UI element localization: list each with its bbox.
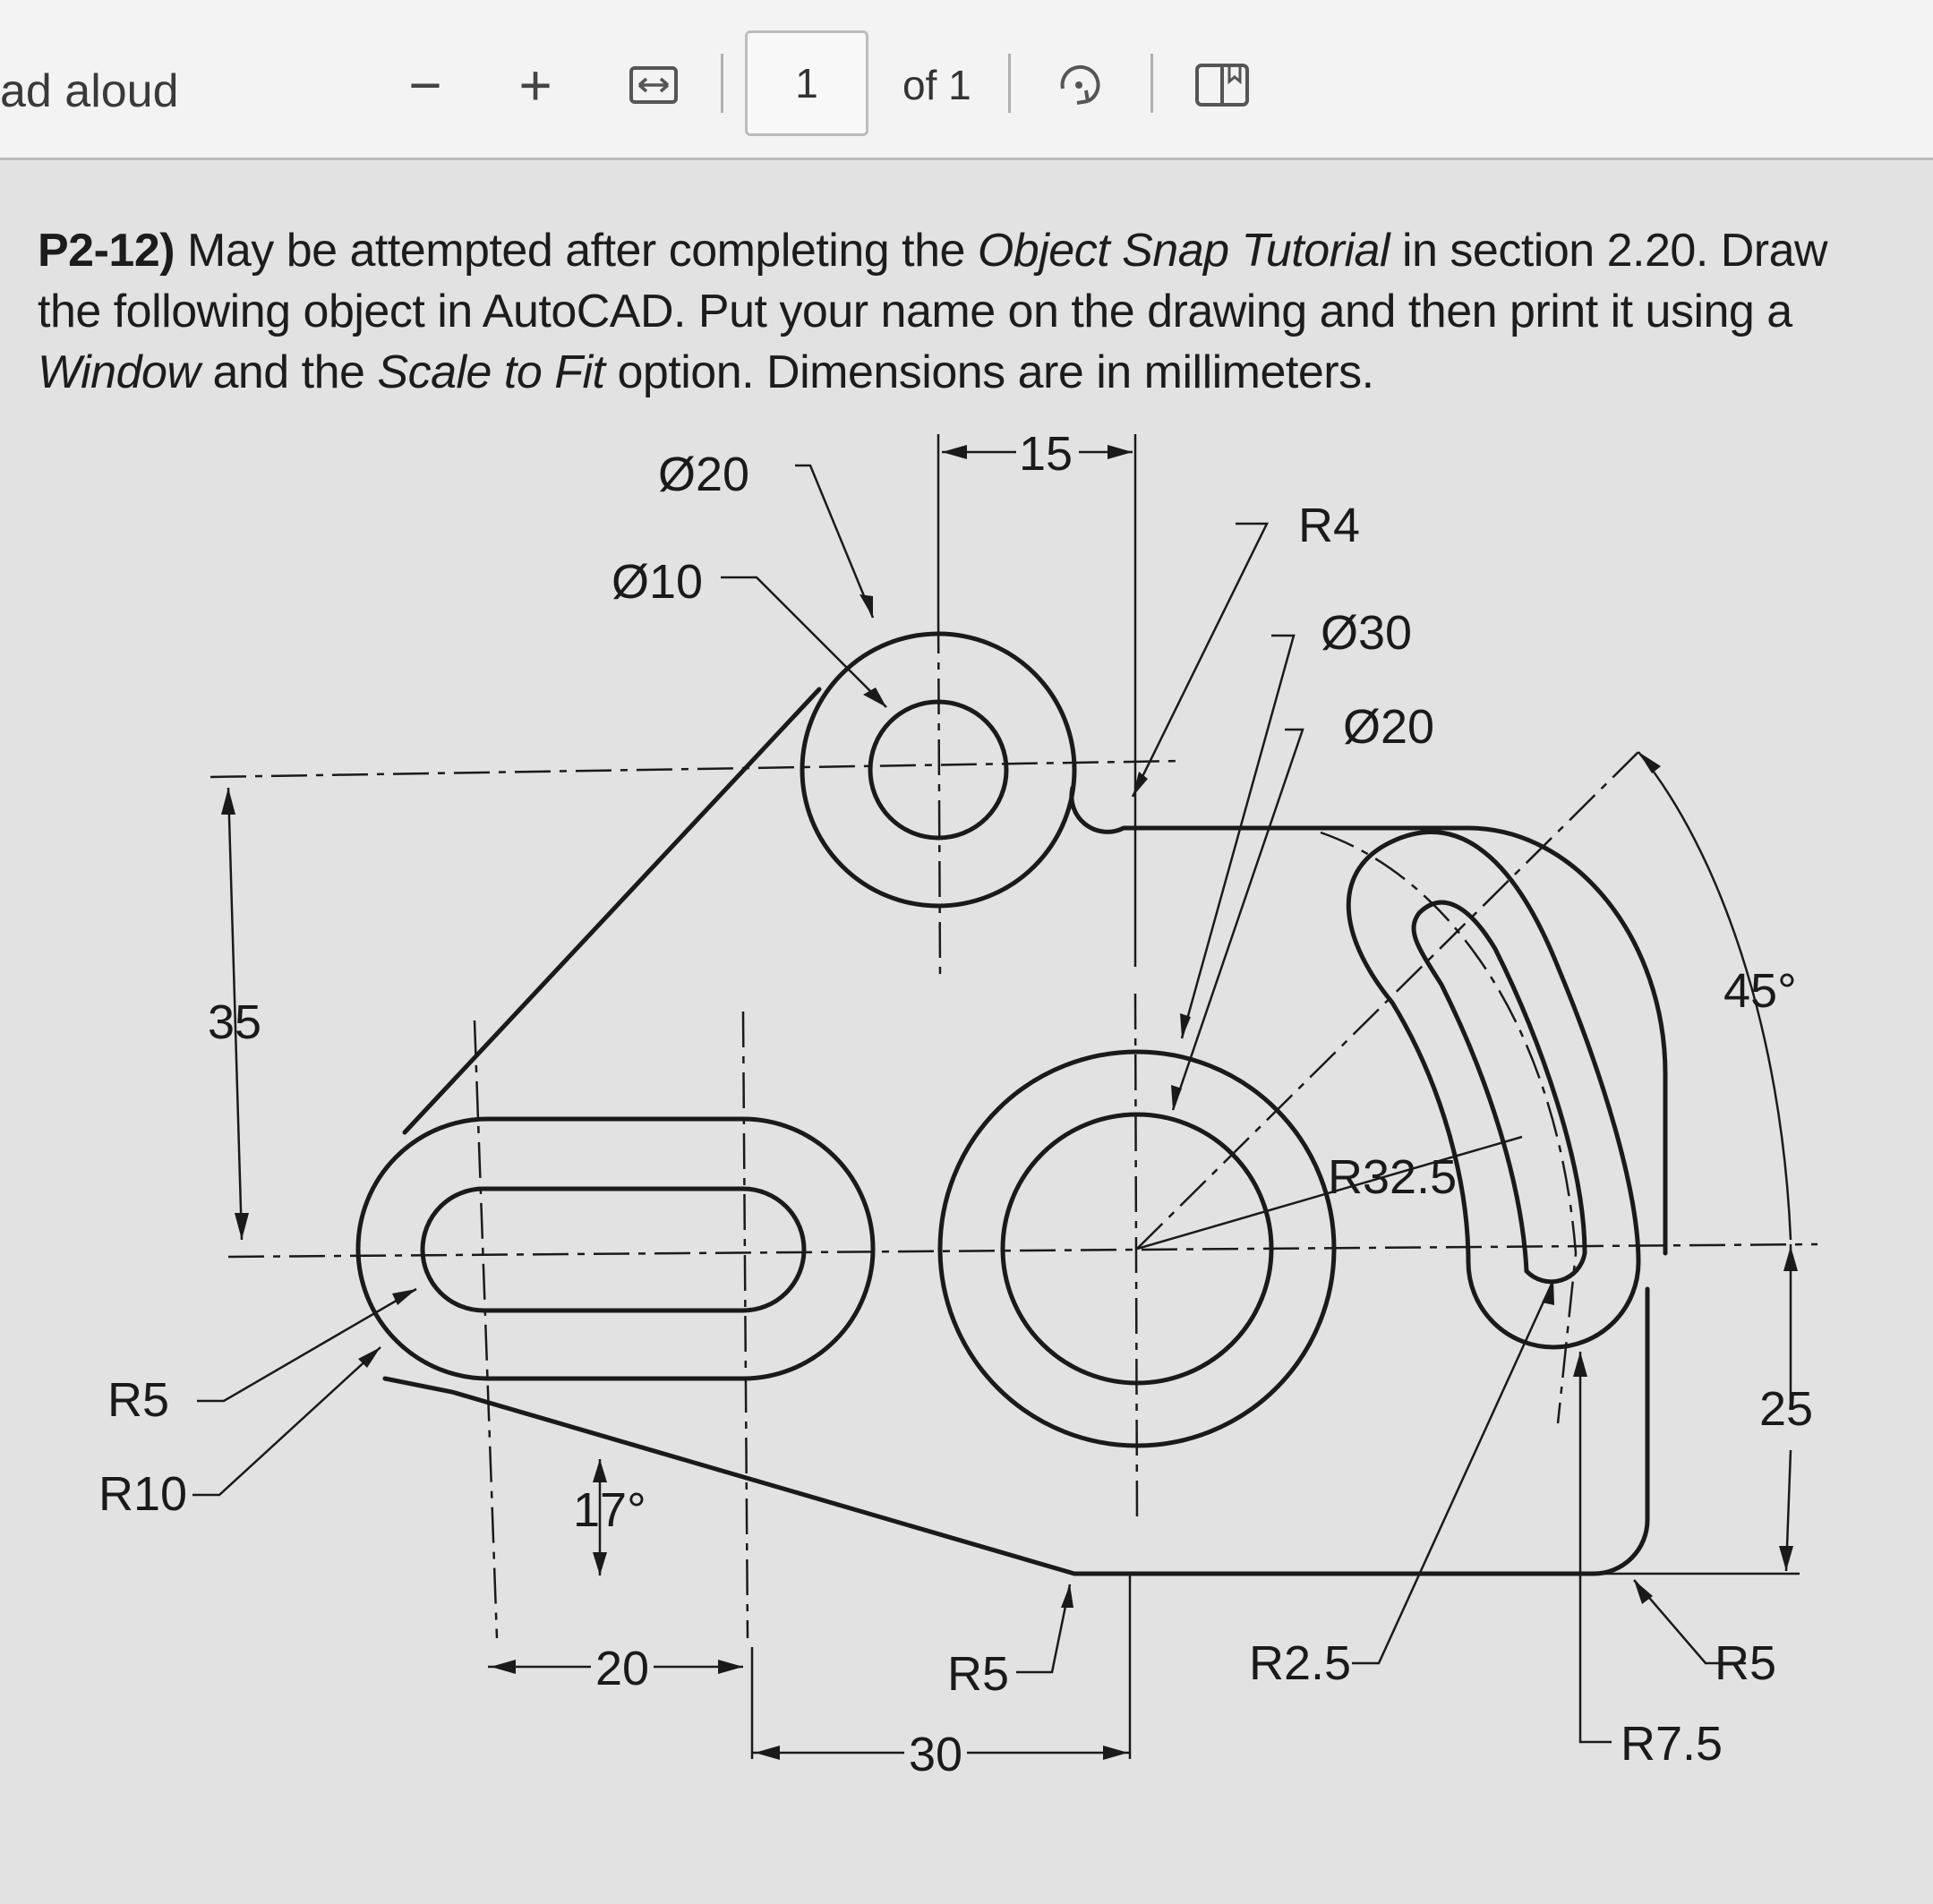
object-outline xyxy=(355,631,1668,1576)
problem-text: option. Dimensions are in millimeters. xyxy=(604,346,1374,398)
arrowheads xyxy=(221,445,1798,1760)
fit-width-icon[interactable] xyxy=(627,54,680,116)
problem-italic: Object Snap Tutorial xyxy=(977,225,1390,277)
arc-slot-outer xyxy=(1346,830,1641,1350)
toolbar-divider xyxy=(721,54,723,113)
dimension-lines xyxy=(192,434,1800,1759)
dim-30: 30 xyxy=(909,1728,962,1781)
dim-r10: R10 xyxy=(98,1467,187,1521)
problem-text: May be attempted after completing the xyxy=(175,225,978,277)
center-lines xyxy=(210,617,1818,1639)
dim-17-degrees: 17° xyxy=(573,1483,646,1537)
toolbar-divider xyxy=(1150,54,1153,113)
arc-slot-inner xyxy=(1411,900,1587,1285)
dim-20: 20 xyxy=(595,1642,649,1695)
problem-text: in section 2.20. Draw the following obje… xyxy=(38,225,1828,337)
dim-r5-bottom: R5 xyxy=(947,1647,1009,1701)
problem-italic: Window xyxy=(38,346,201,398)
left-slot-outer xyxy=(355,1116,876,1381)
dim-45: 45° xyxy=(1723,964,1797,1018)
page-number-input[interactable]: 1 xyxy=(745,30,868,136)
outline-left-top xyxy=(402,687,822,1135)
pdf-toolbar: ad aloud − + 1 of 1 xyxy=(0,0,1933,160)
outline-top-right xyxy=(1069,785,1668,1256)
dim-dia10-top: Ø10 xyxy=(612,555,703,609)
outline-bottom xyxy=(1072,1286,1650,1576)
dim-15: 15 xyxy=(1019,427,1073,481)
problem-italic: Scale to Fit xyxy=(377,346,605,398)
dimension-labels: Ø20 Ø10 15 R4 Ø30 Ø20 35 45° R32.5 R5 R1… xyxy=(98,427,1813,1781)
dim-r2-5: R2.5 xyxy=(1249,1636,1351,1690)
dim-r4: R4 xyxy=(1298,499,1360,552)
zoom-in-button[interactable]: + xyxy=(518,53,552,117)
read-aloud-button[interactable]: ad aloud xyxy=(0,65,179,117)
left-slot-inner xyxy=(420,1186,807,1313)
outline-left-bottom xyxy=(382,1376,1077,1576)
problem-statement: P2-12) May be attempted after completing… xyxy=(38,220,1882,403)
dim-r5-left: R5 xyxy=(107,1373,169,1427)
page-count: of 1 xyxy=(902,62,971,108)
zoom-out-button[interactable]: − xyxy=(408,53,442,117)
dim-25: 25 xyxy=(1759,1382,1813,1436)
dim-35: 35 xyxy=(208,995,261,1049)
dim-dia30: Ø30 xyxy=(1321,606,1412,660)
problem-number: P2-12) xyxy=(38,225,175,277)
toolbar-divider xyxy=(1008,54,1011,113)
dim-dia20-top: Ø20 xyxy=(658,448,749,501)
rotate-icon[interactable] xyxy=(1048,54,1110,116)
two-page-view-icon[interactable] xyxy=(1191,54,1253,116)
dim-r32-5: R32.5 xyxy=(1328,1150,1457,1204)
problem-text: and the xyxy=(200,346,378,398)
dim-r5-right: R5 xyxy=(1715,1636,1776,1690)
dim-dia20-right: Ø20 xyxy=(1343,700,1434,754)
dim-r7-5: R7.5 xyxy=(1621,1717,1723,1771)
